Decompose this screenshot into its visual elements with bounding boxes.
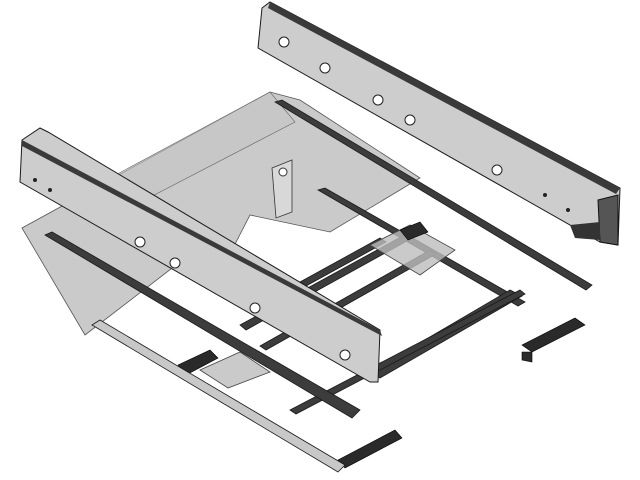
small-plate-right <box>369 224 456 276</box>
front-rail-bar <box>91 319 346 473</box>
left-side-panel <box>19 127 382 383</box>
mounting-bracket <box>271 159 293 219</box>
right-side-panel <box>257 1 621 246</box>
extrusion-blocks <box>177 221 586 469</box>
small-plate-left <box>199 351 271 389</box>
